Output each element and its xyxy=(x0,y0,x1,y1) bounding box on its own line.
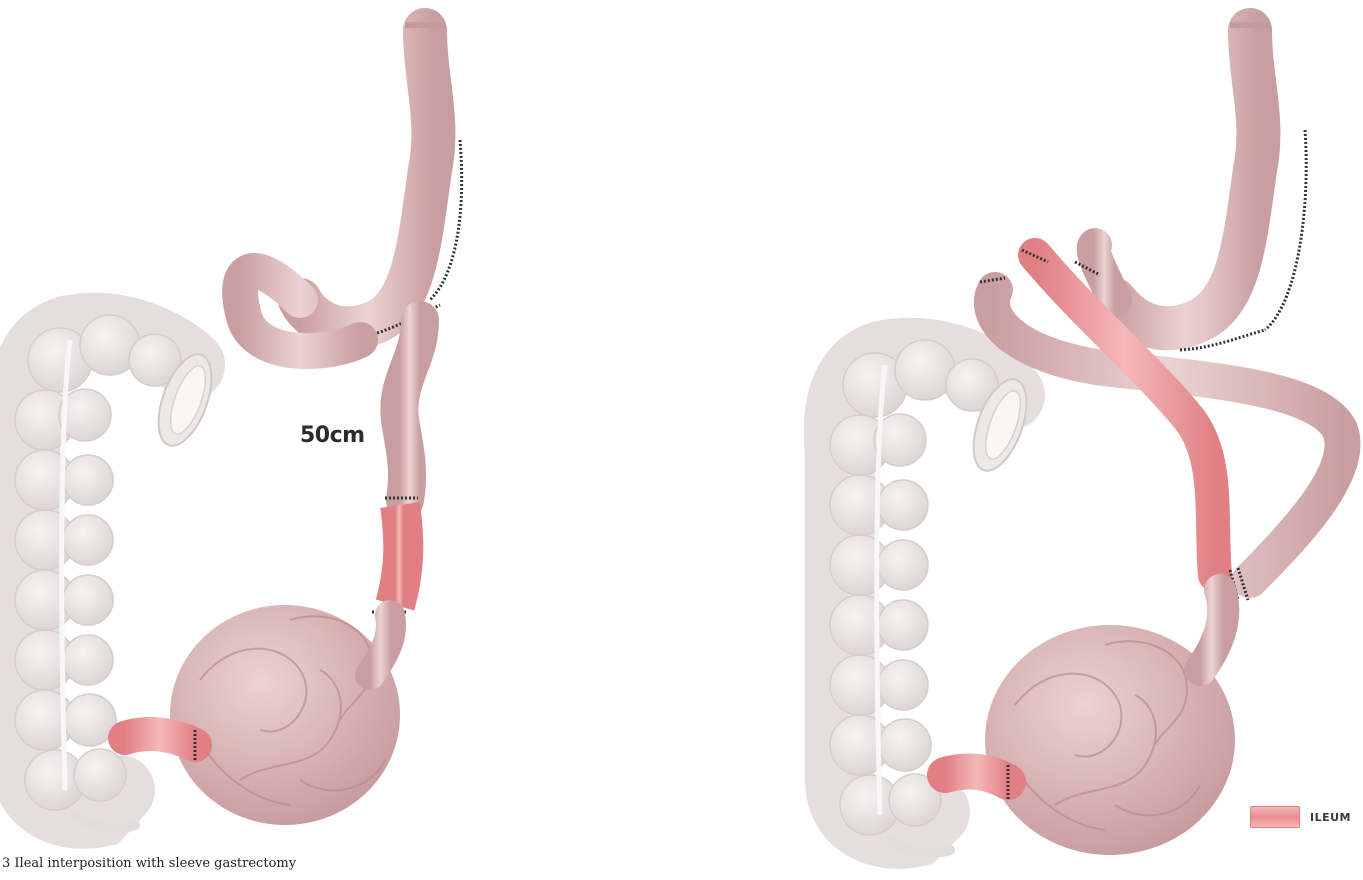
legend: ILEUM xyxy=(1250,805,1351,829)
legend-label: ILEUM xyxy=(1310,811,1351,824)
limb-length-label: 50cm xyxy=(300,423,365,448)
figure-caption: 3 Ileal interposition with sleeve gastre… xyxy=(2,856,296,871)
ileocolic-segment-left xyxy=(125,730,195,762)
sleeve-stomach-right xyxy=(1075,25,1306,350)
ileum-legend-swatch xyxy=(1250,806,1300,828)
small-bowel-left xyxy=(170,605,400,825)
sleeve-stomach-left xyxy=(300,25,462,340)
jejunal-limb-left xyxy=(385,320,420,500)
interposed-ileum-left xyxy=(370,505,406,675)
left-diagram xyxy=(15,25,462,828)
right-diagram xyxy=(830,25,1343,855)
